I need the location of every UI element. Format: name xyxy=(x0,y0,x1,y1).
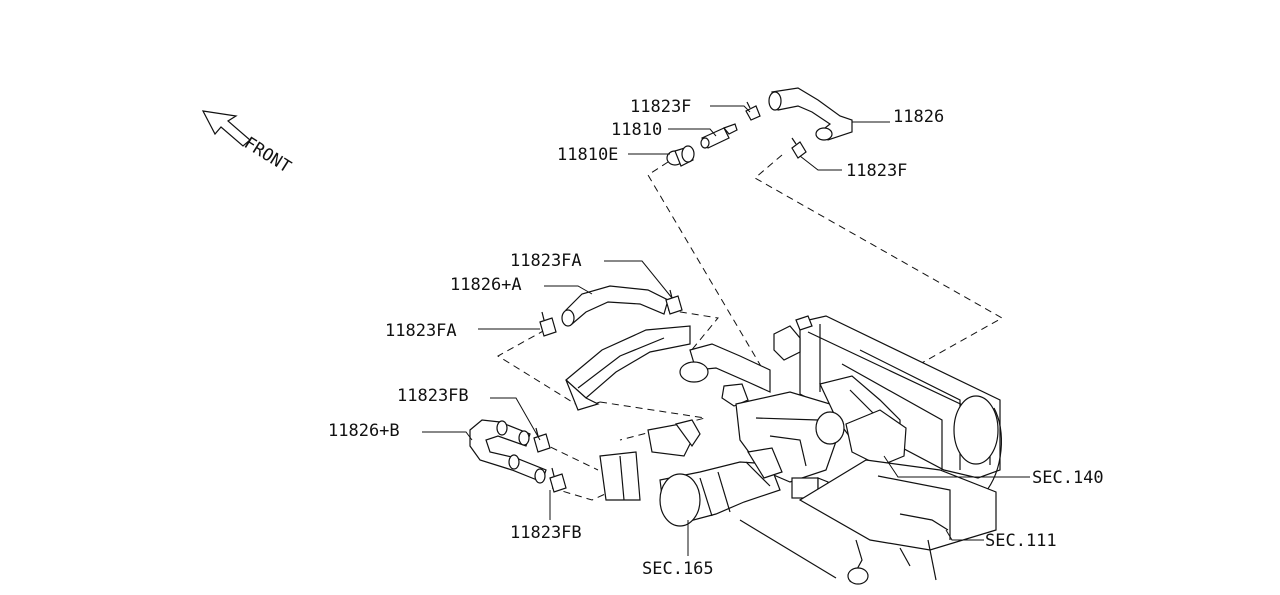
pcv-valve-11810 xyxy=(700,123,738,149)
grommet-11810E xyxy=(666,145,695,167)
callout-11810: 11810 xyxy=(611,120,662,140)
hose-11826A xyxy=(561,285,669,327)
hose-11826B xyxy=(469,419,547,484)
callout-11823F-top: 11823F xyxy=(630,97,691,117)
callout-11823FB-bottom: 11823FB xyxy=(510,523,582,543)
clip-fb-bottom xyxy=(549,467,567,493)
front-label: FRONT xyxy=(240,133,294,177)
callout-sec165: SEC.165 xyxy=(642,559,714,579)
callout-11823FA-left: 11823FA xyxy=(385,321,457,341)
callout-11826A: 11826+A xyxy=(450,275,522,295)
callout-sec140: SEC.140 xyxy=(1032,468,1104,488)
callout-11826B: 11826+B xyxy=(328,421,400,441)
callout-11823FA-top: 11823FA xyxy=(510,251,582,271)
callout-11810E: 11810E xyxy=(557,145,618,165)
clip-top-right xyxy=(791,137,807,159)
clip-fb-top xyxy=(533,427,551,453)
callout-11823F-right: 11823F xyxy=(846,161,907,181)
clip-fa-left xyxy=(539,311,557,337)
callout-sec111: SEC.111 xyxy=(985,531,1057,551)
leader-lines xyxy=(422,105,1030,556)
callout-11823FB-top: 11823FB xyxy=(397,386,469,406)
callout-11826: 11826 xyxy=(893,107,944,127)
front-arrow-icon xyxy=(201,110,251,147)
clip-top-left xyxy=(745,101,761,121)
engine-assembly xyxy=(565,315,1003,585)
clip-fa-top xyxy=(665,289,683,315)
hose-11826 xyxy=(768,87,853,141)
